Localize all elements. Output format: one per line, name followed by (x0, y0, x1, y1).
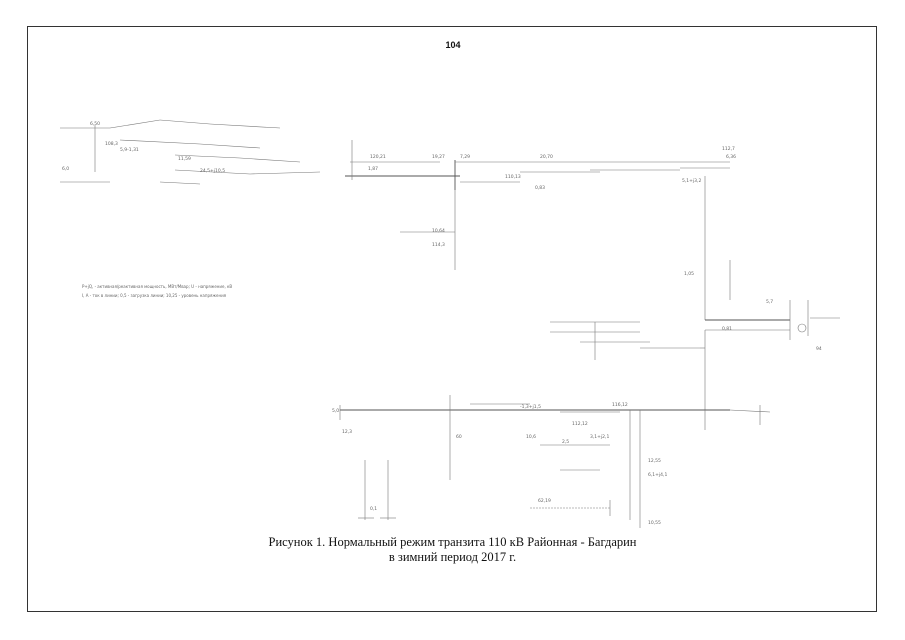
diagram-label: 11,59 (178, 156, 191, 162)
diagram-label: 1,05 (684, 271, 694, 277)
diagram-label: 94 (816, 346, 822, 352)
diagram-label: 110,13 (505, 174, 521, 180)
diagram-label: 12,55 (648, 458, 661, 464)
diagram-label: 20,70 (540, 154, 553, 160)
diagram-label: 6,1+j4,1 (648, 472, 667, 478)
document-page (27, 26, 877, 612)
figure-caption: Рисунок 1. Нормальный режим транзита 110… (180, 535, 725, 565)
diagram-label: -1,3+j1,5 (520, 404, 541, 410)
diagram-label: 10,64 (432, 228, 445, 234)
diagram-label: 24,5+j10,5 (200, 168, 225, 174)
diagram-label: 112,12 (572, 421, 588, 427)
diagram-label: 0,81 (722, 326, 732, 332)
diagram-label: 0,83 (535, 185, 545, 191)
legend-line: Р+jQ, - активная/реактивная мощность, МВ… (82, 284, 232, 289)
diagram-label: 1,87 (368, 166, 378, 172)
legend-line: I, А - ток в линии; 0,5 - загрузка линии… (82, 293, 227, 298)
diagram-label: 5,7 (766, 299, 773, 305)
diagram-label: 6,50 (90, 121, 100, 127)
diagram-label: 6,0 (62, 166, 69, 172)
diagram-label: 5,9-1,31 (120, 147, 139, 153)
diagram-label: 112,7 (722, 146, 735, 152)
diagram-label: 5,1+j3,2 (682, 178, 701, 184)
caption-line: в зимний период 2017 г. (388, 550, 517, 564)
caption-line: Рисунок 1. Нормальный режим транзита 110… (268, 535, 637, 549)
diagram-label: 10,6 (526, 434, 536, 440)
diagram-label: 116,12 (612, 402, 628, 408)
diagram-label: 19,27 (432, 154, 445, 160)
diagram-label: 5,0 (332, 408, 339, 414)
diagram-label: 7,29 (460, 154, 470, 160)
diagram-label: 120,21 (370, 154, 386, 160)
diagram-label: 114,3 (432, 242, 445, 248)
diagram-label: 0,1 (370, 506, 377, 512)
page-number: 104 (445, 40, 461, 50)
diagram-label: 108,3 (105, 141, 118, 147)
diagram-label: 10,55 (648, 520, 661, 526)
diagram-label: 6,36 (726, 154, 736, 160)
diagram-label: 62,19 (538, 498, 551, 504)
diagram-label: 60 (456, 434, 462, 440)
diagram-label: 12,3 (342, 429, 352, 435)
diagram-label: 2,5 (562, 439, 569, 445)
diagram-label: 3,1+j2,1 (590, 434, 609, 440)
